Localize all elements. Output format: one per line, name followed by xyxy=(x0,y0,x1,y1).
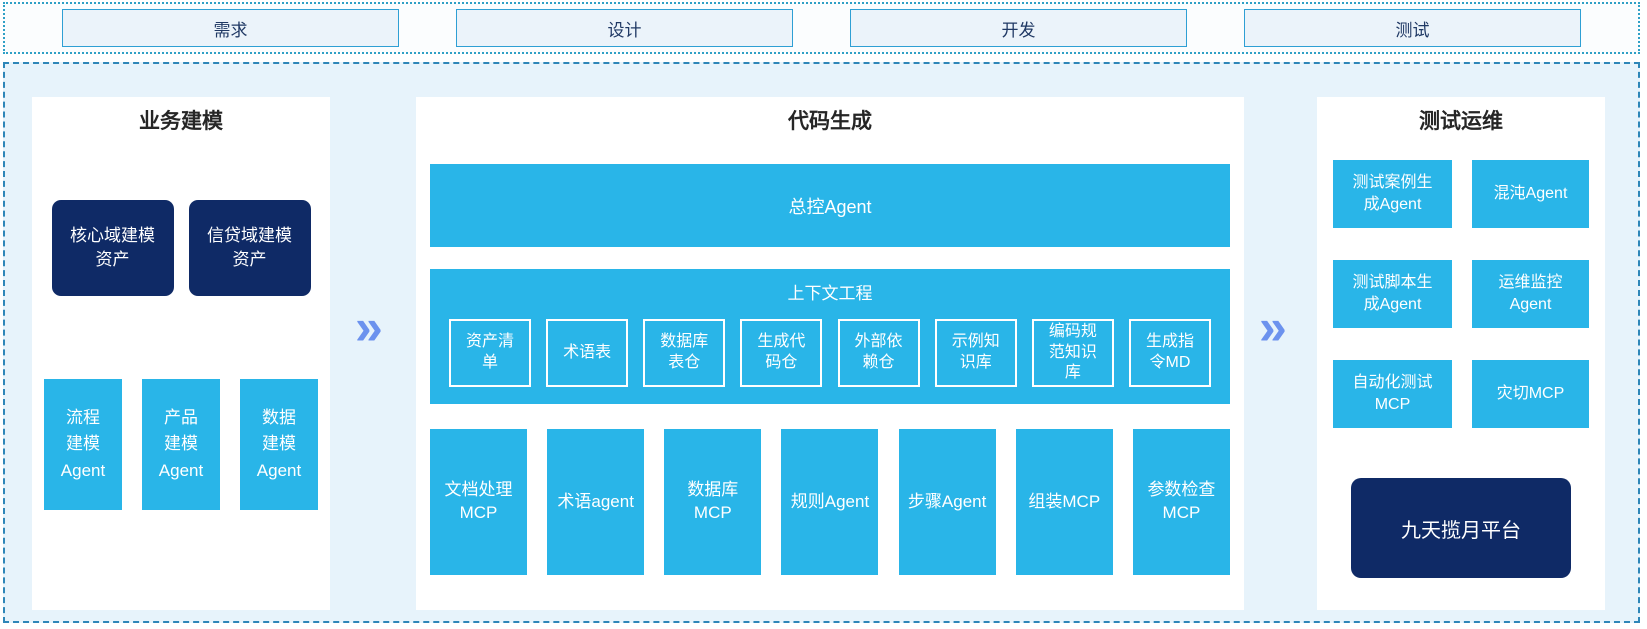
modeling-agent-box: 产品 建模 Agent xyxy=(142,379,220,510)
mcp-agent-box: 参数检查 MCP xyxy=(1132,429,1230,575)
mcp-agent-box: 数据库 MCP xyxy=(664,429,762,575)
modeling-agent-row: 流程 建模 Agent 产品 建模 Agent 数据 建模 Agent xyxy=(32,379,330,510)
context-item-box: 术语表 xyxy=(546,319,629,387)
panel-title-business-modeling: 业务建模 xyxy=(139,110,223,133)
panel-code-generation: 代码生成 总控Agent 上下文工程 资产清 单术语表数据库 表仓生成代 码仓外… xyxy=(416,97,1244,610)
context-item-box: 生成代 码仓 xyxy=(740,319,823,387)
panel-test-ops: 测试运维 测试案例生 成Agent 混沌Agent 测试脚本生 成Agent 运维监控… xyxy=(1317,97,1605,610)
context-item-box: 生成指 令MD xyxy=(1128,319,1211,387)
test-ops-box: 混沌Agent xyxy=(1472,160,1589,228)
phase-box: 设计 xyxy=(456,9,793,47)
test-ops-box: 自动化测试 MCP xyxy=(1333,360,1452,428)
modeling-agent-box: 数据 建模 Agent xyxy=(240,379,318,510)
context-engineering-bar: 上下文工程 资产清 单术语表数据库 表仓生成代 码仓外部依 赖仓示例知 识库编码… xyxy=(430,269,1230,404)
phase-box: 需求 xyxy=(62,9,399,47)
context-engineering-title: 上下文工程 xyxy=(787,284,873,303)
context-item-box: 资产清 单 xyxy=(449,319,531,387)
main-container: 业务建模 核心域建模 资产信贷域建模 资产 流程 建模 Agent 产品 建模 A… xyxy=(3,62,1640,623)
mcp-agent-box: 文档处理 MCP xyxy=(430,429,527,575)
mcp-agent-box: 步骤Agent xyxy=(898,429,996,575)
modeling-asset-box: 信贷域建模 资产 xyxy=(188,200,311,296)
double-chevron-right-icon: » xyxy=(1259,299,1287,355)
context-item-box: 数据库 表仓 xyxy=(643,319,726,387)
double-chevron-right-icon: » xyxy=(355,299,383,355)
phase-box: 开发 xyxy=(850,9,1187,47)
context-item-box: 编码规 范知识 库 xyxy=(1031,319,1114,387)
mcp-agent-box: 规则Agent xyxy=(781,429,879,575)
test-ops-grid: 测试案例生 成Agent 混沌Agent 测试脚本生 成Agent 运维监控 Agen… xyxy=(1317,160,1605,428)
mcp-agent-box: 组装MCP xyxy=(1015,429,1113,575)
context-item-box: 示例知 识库 xyxy=(934,319,1017,387)
modeling-agent-box: 流程 建模 Agent xyxy=(44,379,122,510)
context-item-box: 外部依 赖仓 xyxy=(837,319,920,387)
panel-title-test-ops: 测试运维 xyxy=(1419,110,1503,133)
master-agent-bar: 总控Agent xyxy=(430,164,1230,247)
platform-box: 九天揽月平台 xyxy=(1351,478,1571,578)
test-ops-box: 灾切MCP xyxy=(1472,360,1589,428)
phase-box: 测试 xyxy=(1244,9,1581,47)
modeling-asset-row: 核心域建模 资产信贷域建模 资产 xyxy=(32,200,330,296)
phase-strip: 需求 设计 开发 测试 xyxy=(3,2,1640,54)
test-ops-box: 运维监控 Agent xyxy=(1472,260,1589,328)
modeling-asset-box: 核心域建模 资产 xyxy=(51,200,174,296)
panel-business-modeling: 业务建模 核心域建模 资产信贷域建模 资产 流程 建模 Agent 产品 建模 A… xyxy=(32,97,330,610)
context-item-row: 资产清 单术语表数据库 表仓生成代 码仓外部依 赖仓示例知 识库编码规 范知识 … xyxy=(430,319,1230,387)
test-ops-box: 测试脚本生 成Agent xyxy=(1333,260,1452,328)
panel-title-code-generation: 代码生成 xyxy=(788,110,872,133)
mcp-agent-box: 术语agent xyxy=(547,429,645,575)
test-ops-box: 测试案例生 成Agent xyxy=(1333,160,1452,228)
